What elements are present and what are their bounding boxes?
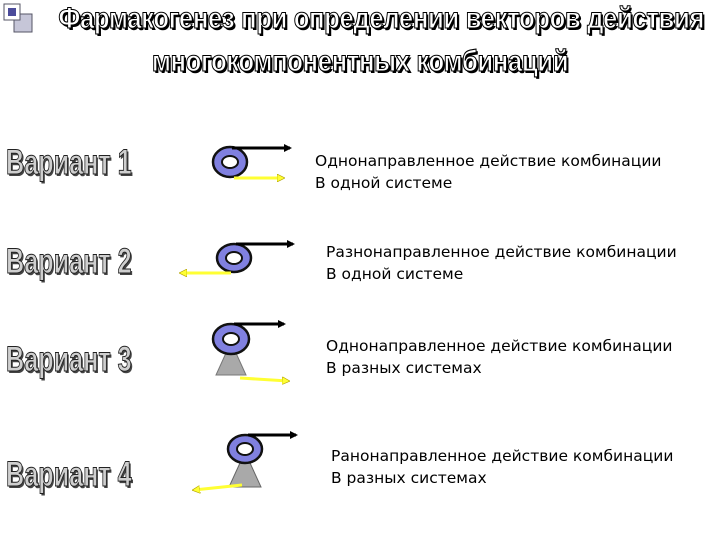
- variant-3-line-1: Однонаправленное действие комбинации: [326, 337, 673, 355]
- variant-2-label: Вариант 2: [6, 242, 132, 282]
- variant-1-line-2: В одной системе: [315, 174, 453, 192]
- variant-3-line-2: В разных системах: [326, 359, 482, 377]
- variant-1-description: Однонаправленное действие комбинации В о…: [315, 150, 661, 194]
- variant-3-description: Однонаправленное действие комбинации В р…: [326, 335, 672, 379]
- yellow-vector-arrow: [239, 376, 288, 381]
- triangle-support-icon: [215, 340, 247, 376]
- variant-4-line-2: В разных системах: [331, 469, 487, 487]
- variant-2-line-2: В одной системе: [326, 265, 464, 283]
- yellow-vector-arrow: [194, 483, 243, 490]
- receptor-core-icon: [221, 155, 239, 169]
- scheme-2: [181, 240, 295, 273]
- variant-4-label: Вариант 4: [6, 455, 132, 495]
- variant-3-label: Вариант 3: [6, 340, 132, 380]
- slide-title-line-1: Фармакогенез при определении векторов де…: [58, 1, 705, 35]
- variant-1-line-1: Однонаправленное действие комбинации: [315, 152, 662, 170]
- scheme-1: [211, 144, 292, 178]
- variant-2-description: Разнонаправленное действие комбинации В …: [326, 241, 677, 285]
- variant-4-line-1: Ранонаправленное действие комбинации: [331, 447, 674, 465]
- receptor-core-icon: [236, 442, 254, 456]
- scheme-4: [194, 431, 298, 490]
- scheme-3: [211, 320, 288, 381]
- receptor-core-icon: [222, 332, 240, 346]
- triangle-support-icon: [228, 450, 262, 488]
- variant-2-line-1: Разнонаправленное действие комбинации: [326, 243, 677, 261]
- variant-1-label: Вариант 1: [6, 143, 132, 183]
- variant-4-description: Ранонаправленное действие комбинации В р…: [331, 445, 673, 489]
- slide-title-line-2: многокомпонентных комбинаций: [151, 44, 569, 78]
- receptor-core-icon: [225, 251, 243, 265]
- corner-bullet-icon: [3, 3, 33, 33]
